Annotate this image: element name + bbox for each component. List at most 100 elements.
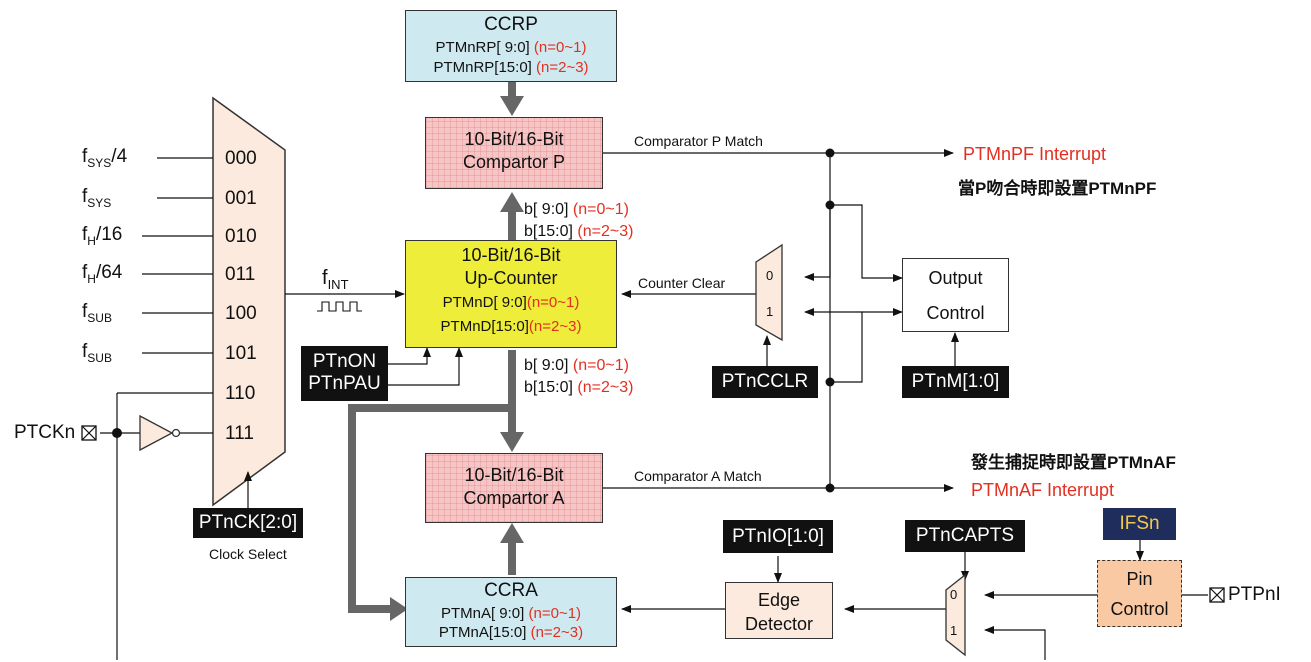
mux-code-010: 010 bbox=[225, 226, 257, 247]
ccra-register: CCRA PTMnA[ 9:0] (n=0~1) PTMnA[15:0] (n=… bbox=[405, 577, 617, 647]
ptmnaf-interrupt-label: PTMnAF Interrupt bbox=[971, 480, 1115, 500]
counter-line4-n: (n=2~3) bbox=[528, 318, 582, 335]
comparator-p-line1: 10-Bit/16-Bit bbox=[464, 129, 564, 149]
ccrp-line1: PTMnRP[ 9:0] bbox=[435, 39, 534, 56]
inverter-shape bbox=[139, 414, 174, 452]
comparator-a-line1: 10-Bit/16-Bit bbox=[464, 465, 564, 485]
mux-code-101: 101 bbox=[225, 343, 257, 364]
clear-mux-in1: 1 bbox=[766, 304, 774, 319]
ptpni-pin-label: PTPnI bbox=[1228, 584, 1281, 605]
edge-detector-line2: Detector bbox=[744, 614, 814, 634]
mux-code-001: 001 bbox=[225, 188, 257, 209]
src3-main: f bbox=[82, 262, 88, 283]
comparator-a: 10-Bit/16-Bit Compartor A bbox=[425, 453, 603, 523]
comparator-a-line2: Compartor A bbox=[463, 488, 565, 508]
ccrp-line1-n: (n=0~1) bbox=[533, 39, 587, 56]
src5-sub: SUB bbox=[87, 350, 112, 365]
clock-mux-shape bbox=[212, 96, 286, 507]
up-counter: 10-Bit/16-Bit Up-Counter PTMnD[ 9:0](n=0… bbox=[405, 240, 617, 348]
edge-detector-line1: Edge bbox=[757, 590, 801, 610]
src0-tail: /4 bbox=[111, 146, 128, 167]
src5-main: f bbox=[82, 341, 88, 362]
comparator-a-match-label: Comparator A Match bbox=[634, 468, 762, 484]
counter-line3-n: (n=0~1) bbox=[526, 294, 580, 311]
ccra-line1: PTMnA[ 9:0] bbox=[440, 605, 529, 622]
ptnm-select-reg: PTnM[1:0] bbox=[902, 366, 1009, 398]
pin-control: Pin Control bbox=[1097, 560, 1182, 627]
pin-control-line2: Control bbox=[1110, 599, 1169, 619]
clock-pulse-icon bbox=[317, 301, 362, 312]
src0-sub: SYS bbox=[87, 155, 112, 170]
clock-source-5: fSUB bbox=[82, 341, 112, 365]
fint-label: fINT bbox=[322, 268, 349, 291]
counter-line3: PTMnD[ 9:0] bbox=[442, 294, 527, 311]
bus-bottom-line2-n: (n=2~3) bbox=[577, 379, 634, 396]
src2-tail: /16 bbox=[95, 224, 123, 245]
mux-code-000: 000 bbox=[225, 148, 257, 169]
counter-line2: Up-Counter bbox=[464, 268, 558, 288]
bus-top-line2-n: (n=2~3) bbox=[577, 223, 634, 240]
mux-code-011: 011 bbox=[225, 264, 256, 285]
ccra-title: CCRA bbox=[484, 580, 538, 601]
clock-source-3: fH/64 bbox=[82, 262, 122, 286]
capts-mux-in0: 0 bbox=[950, 587, 958, 602]
ptmnpf-note: 當P吻合時即設置PTMnPF bbox=[958, 179, 1157, 198]
mux-code-110: 110 bbox=[225, 383, 256, 404]
counter-clear-label: Counter Clear bbox=[638, 275, 726, 291]
ptmnaf-note: 發生捕捉時即設置PTMnAF bbox=[971, 453, 1176, 472]
counter-line1: 10-Bit/16-Bit bbox=[461, 245, 561, 265]
mux-code-111: 111 bbox=[225, 423, 254, 444]
output-control: Output Control bbox=[902, 258, 1009, 332]
bus-bottom-line1: b[ 9:0] bbox=[524, 357, 573, 374]
ptnon-ptnpau-reg: PTnON PTnPAU bbox=[301, 346, 388, 401]
ptnio-select-reg: PTnIO[1:0] bbox=[723, 520, 833, 553]
output-control-line1: Output bbox=[928, 268, 983, 288]
output-control-line2: Control bbox=[926, 303, 985, 323]
clock-source-0: fSYS/4 bbox=[82, 146, 127, 170]
clock-source-2: fH/16 bbox=[82, 224, 122, 248]
comparator-p-match-label: Comparator P Match bbox=[634, 133, 763, 149]
ccra-line1-n: (n=0~1) bbox=[528, 605, 582, 622]
fint-sub: INT bbox=[327, 277, 349, 292]
bus-top-line1: b[ 9:0] bbox=[524, 201, 573, 218]
bus-top-line2: b[15:0] bbox=[524, 223, 578, 240]
ccrp-title: CCRP bbox=[484, 14, 538, 35]
counter-line4: PTMnD[15:0] bbox=[440, 318, 529, 335]
src4-main: f bbox=[82, 301, 88, 322]
bus-label-top: b[ 9:0] (n=0~1) b[15:0] (n=2~3) bbox=[524, 199, 633, 243]
ptnpau-label: PTnPAU bbox=[308, 373, 381, 394]
bus-bottom-line1-n: (n=0~1) bbox=[572, 357, 629, 374]
bus-top-line1-n: (n=0~1) bbox=[572, 201, 629, 218]
ccrp-line2-n: (n=2~3) bbox=[536, 59, 589, 76]
capts-mux-in1: 1 bbox=[950, 623, 958, 638]
src1-sub: SYS bbox=[87, 195, 112, 210]
clear-mux-in0: 0 bbox=[766, 268, 774, 283]
clear-mux-shape bbox=[755, 243, 783, 342]
ptnon-label: PTnON bbox=[312, 351, 377, 372]
capts-mux-shape bbox=[945, 573, 966, 657]
clock-source-1: fSYS bbox=[82, 186, 111, 210]
src3-tail: /64 bbox=[95, 262, 123, 283]
bus-bottom-line2: b[15:0] bbox=[524, 379, 578, 396]
ptckn-pin-label: PTCKn bbox=[14, 422, 76, 443]
clock-select-caption: Clock Select bbox=[209, 546, 287, 562]
ptnck-select-reg: PTnCK[2:0] bbox=[193, 508, 303, 538]
comparator-p: 10-Bit/16-Bit Compartor P bbox=[425, 117, 603, 189]
src3-sub: H bbox=[87, 271, 96, 286]
pin-control-line1: Pin bbox=[1126, 569, 1153, 589]
src2-main: f bbox=[82, 224, 88, 245]
ifsn-select-reg: IFSn bbox=[1103, 508, 1176, 540]
src2-sub: H bbox=[87, 233, 96, 248]
mux-code-100: 100 bbox=[225, 303, 257, 324]
ccra-line2-n: (n=2~3) bbox=[530, 624, 584, 641]
comparator-p-line2: Compartor P bbox=[462, 152, 566, 172]
ccra-line2: PTMnA[15:0] bbox=[438, 624, 531, 641]
ptnccl-select-reg: PTnCCLR bbox=[712, 366, 818, 398]
src0-main: f bbox=[82, 146, 88, 167]
edge-detector: Edge Detector bbox=[725, 582, 833, 639]
fint-main: f bbox=[322, 267, 328, 289]
bus-label-bottom: b[ 9:0] (n=0~1) b[15:0] (n=2~3) bbox=[524, 355, 633, 399]
src1-main: f bbox=[82, 186, 88, 207]
ccrp-line2: PTMnRP[15:0] bbox=[433, 59, 536, 76]
